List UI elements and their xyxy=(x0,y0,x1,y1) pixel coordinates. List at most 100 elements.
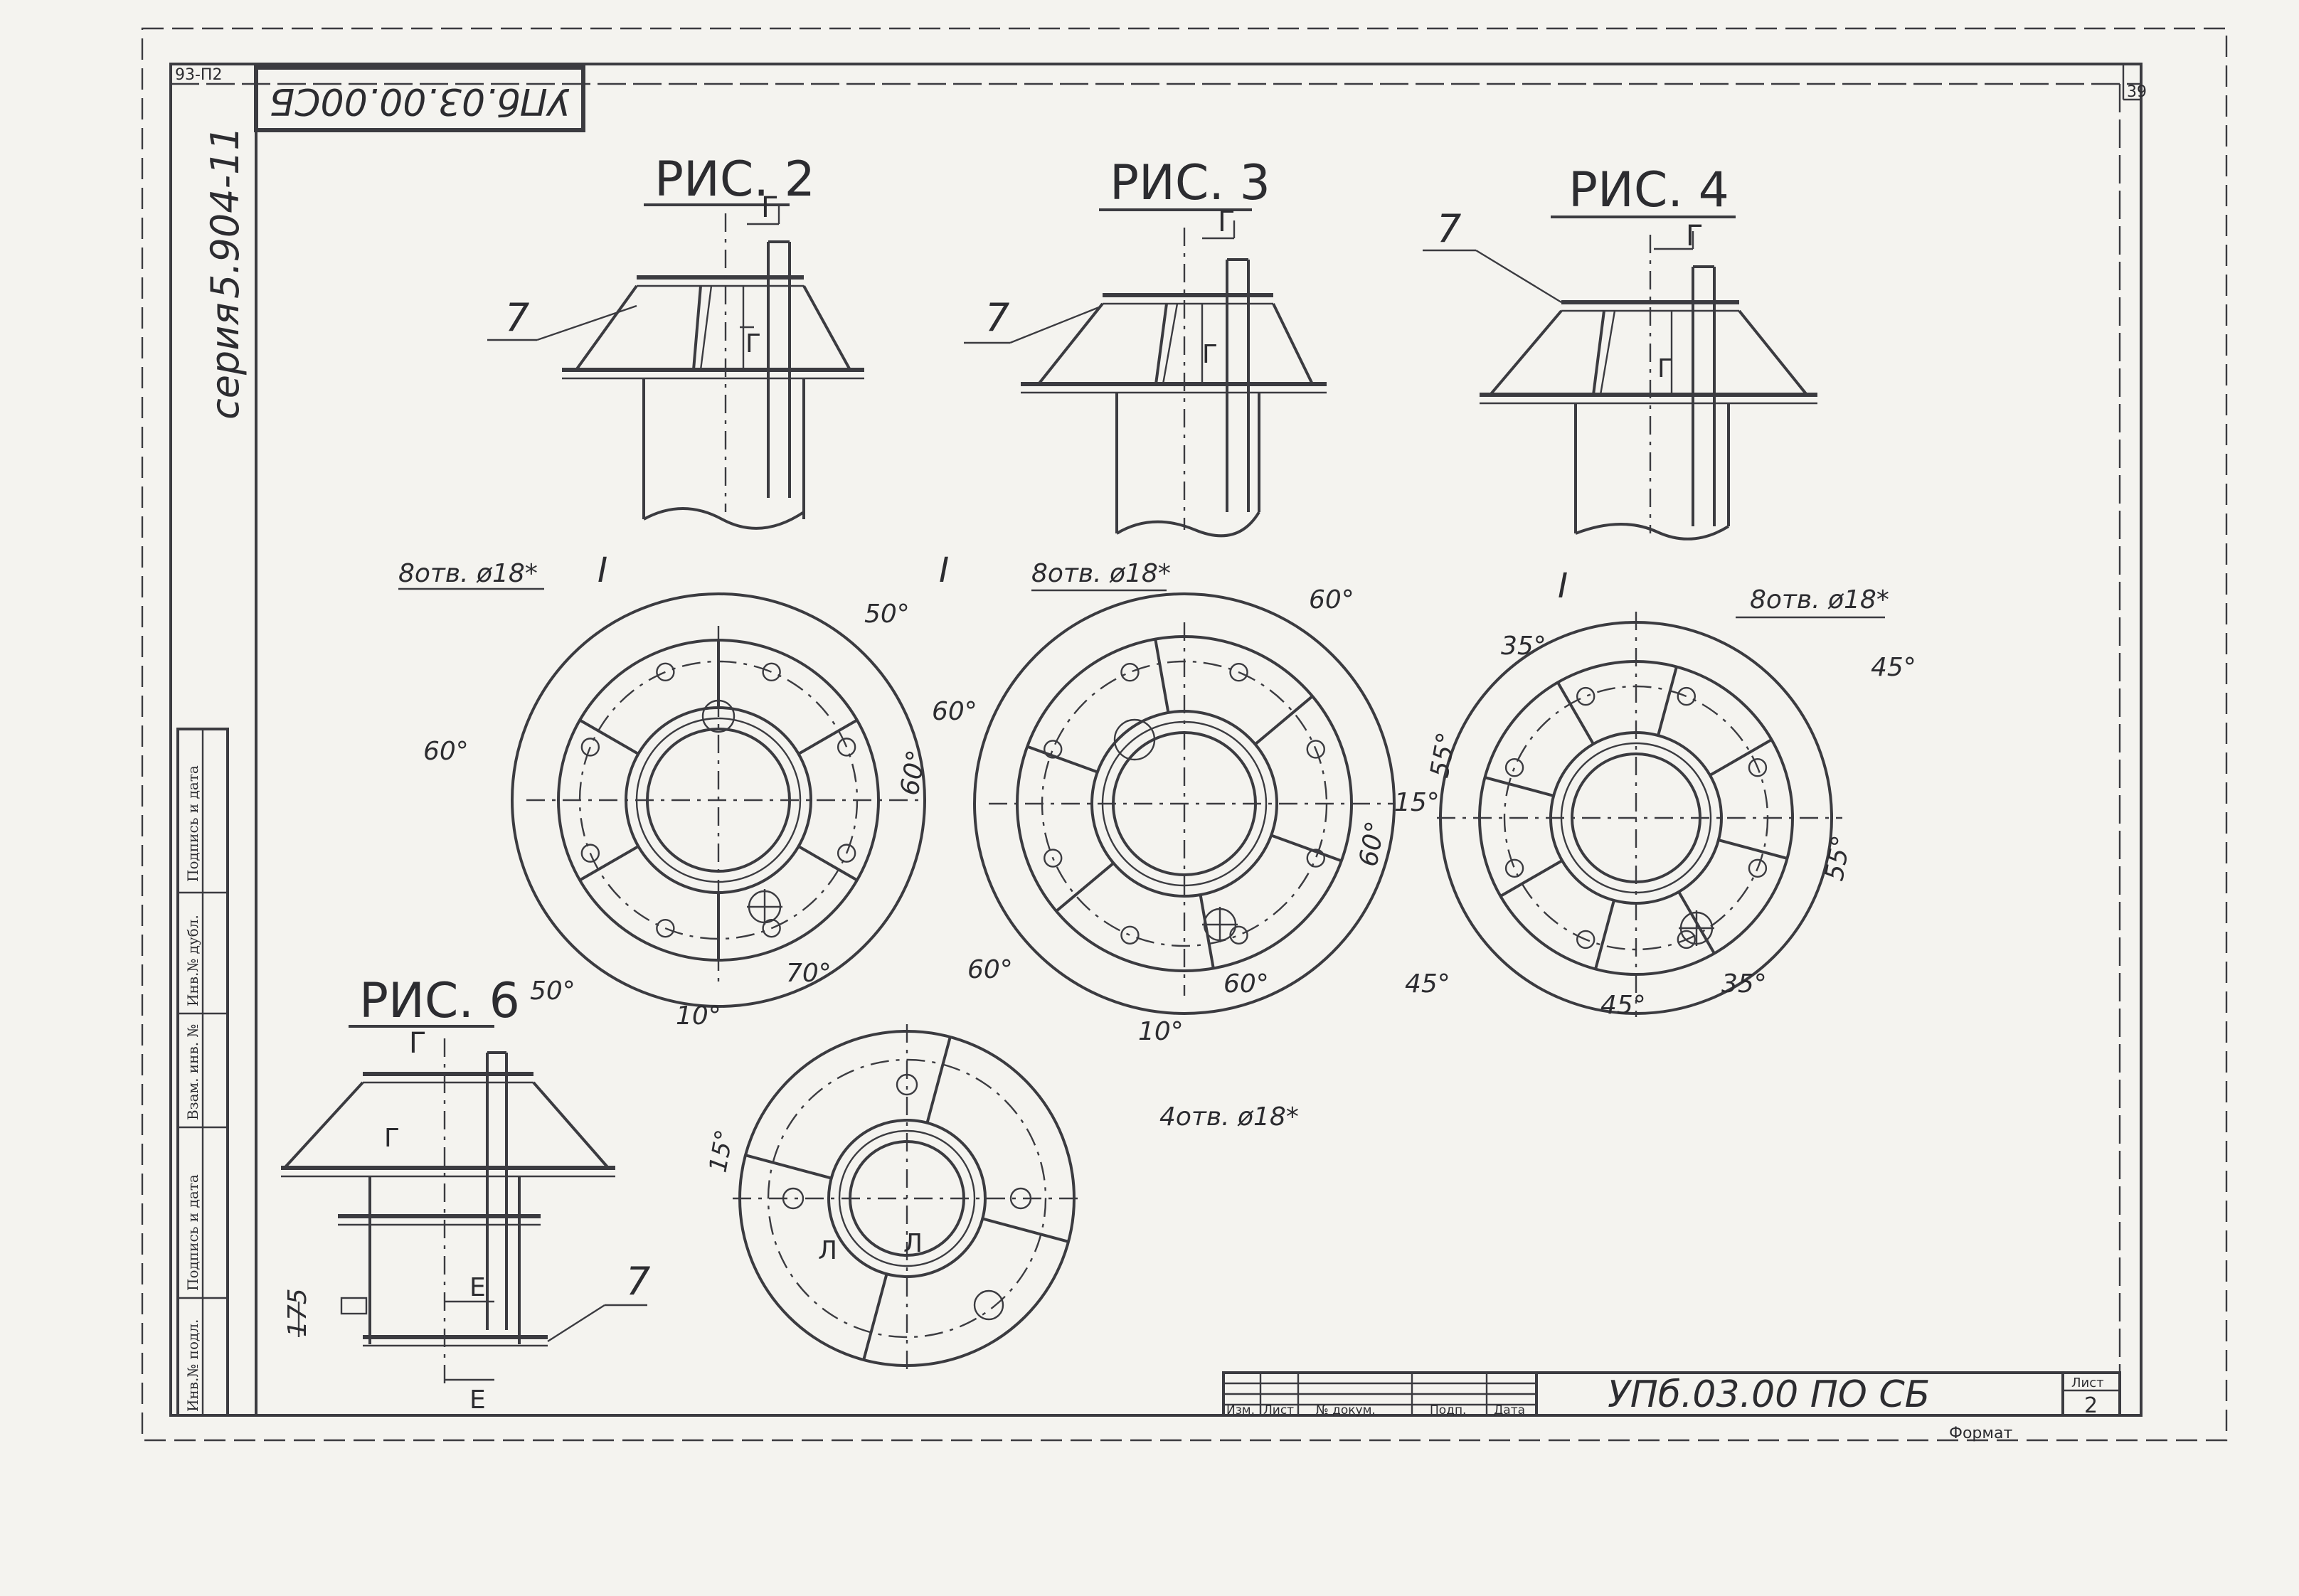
stamp-dup-inv: Инв.№ дубл. xyxy=(184,915,201,1006)
fig3-ang60-left: 60° xyxy=(932,697,977,726)
fig3-plan-rib xyxy=(1055,862,1115,913)
fig2-part7: 7 xyxy=(505,295,529,340)
rotated-code: УПб.03.00.00СБ xyxy=(270,80,570,122)
fig4-ang45-right: 45° xyxy=(1871,653,1916,682)
fig2-ang10: 10° xyxy=(676,1001,721,1031)
fig4-plan-bolt-hole xyxy=(1748,758,1768,777)
section-plan-rib xyxy=(982,1217,1069,1243)
fig3-plan-rib xyxy=(1154,639,1170,713)
title-hdr-sign: Подп. xyxy=(1430,1403,1466,1417)
fig4-section-g-top: Г xyxy=(1686,220,1703,252)
page-number: 39 xyxy=(2127,83,2147,101)
title-hdr-doc: № докум. xyxy=(1316,1403,1376,1417)
fig6-section-g-top: Г xyxy=(409,1027,426,1060)
fig6-part7: 7 xyxy=(626,1259,650,1304)
section-plan xyxy=(733,1024,1081,1373)
fig3-section-g-top: Г xyxy=(1218,206,1235,238)
fig2-section-g: Г xyxy=(745,329,761,358)
stamp-signature-1: Подпись и дата xyxy=(184,765,201,882)
fig2-plan-rib xyxy=(579,845,639,882)
fig4-plan-rib xyxy=(1677,890,1716,954)
stamp-signature-2: Подпись и дата xyxy=(184,1174,201,1291)
fig2-plan-bolt-hole xyxy=(656,662,675,682)
fig4-plan-bolt-hole xyxy=(1504,858,1524,878)
title-block xyxy=(1222,1371,2121,1417)
fig4-ang35-bottom: 35° xyxy=(1721,969,1767,999)
fig3-ang10: 10° xyxy=(1138,1017,1184,1046)
series-label: серия xyxy=(203,302,248,420)
fig4-plan xyxy=(1437,612,1842,1017)
fig4-elevation xyxy=(1423,231,1817,541)
fig4-section-g: Г xyxy=(1657,354,1673,383)
fig2-section-g-top: Г xyxy=(761,191,778,224)
fig4-ang45-bottom: 45° xyxy=(1600,991,1646,1020)
fig4-title: РИС. 4 xyxy=(1568,162,1729,218)
fig6-dim175: 175 xyxy=(283,1288,312,1337)
fig3-plan-rib xyxy=(1254,695,1314,745)
fig2-plan-rib xyxy=(579,718,639,755)
fig4-plan-rib xyxy=(1556,681,1595,745)
fig4-plan-bolt-hole xyxy=(1677,930,1696,949)
fig3-plan-rib xyxy=(1270,834,1342,863)
corner-tag: 93-П2 xyxy=(175,66,222,84)
fig2-title: РИС. 2 xyxy=(654,151,815,208)
fig3-plan-rib xyxy=(1026,745,1098,774)
fig4-plan-bolt-hole xyxy=(1504,758,1524,777)
section-plan-rib xyxy=(862,1273,888,1361)
fig3-section-g: Г xyxy=(1202,340,1218,369)
fig3-plan xyxy=(973,592,1396,1015)
fig3-plan-bolt-hole xyxy=(1306,740,1325,759)
fig3-ang60-top: 60° xyxy=(1309,585,1354,615)
fig2-ang60-left: 60° xyxy=(423,737,469,766)
fig4-plan-bolt-hole xyxy=(1576,686,1596,706)
fig2-plan-bolt-hole xyxy=(580,844,600,863)
fig4-plan-rib xyxy=(1718,839,1788,860)
format-label: Формат xyxy=(1949,1425,2012,1442)
rotated-code-box xyxy=(254,65,585,132)
title-hdr-change: Изм. xyxy=(1226,1403,1255,1417)
title-doc-code: УПб.03.00 ПО СБ xyxy=(1608,1373,1930,1416)
fig4-plan-bolt-hole xyxy=(1677,686,1696,706)
fig4-node-i: I xyxy=(1558,566,1568,606)
fig2-ang50-top: 50° xyxy=(864,600,910,629)
fig3-ang60-bottom: 60° xyxy=(1223,969,1269,999)
title-hdr-sheet: Лист xyxy=(1263,1403,1294,1417)
fig4-ang55-right: 55° xyxy=(1820,834,1856,883)
fig3-plan-bolt-hole xyxy=(1044,740,1063,759)
section-plan-rib xyxy=(745,1154,832,1180)
fig4-ang35-top: 35° xyxy=(1501,632,1546,661)
fig4-plan-bolt-hole xyxy=(1576,930,1596,949)
title-sheet-number: 2 xyxy=(2084,1393,2098,1418)
fig4-plan-rib xyxy=(1709,738,1773,777)
stamp-original-inv: Инв.№ подл. xyxy=(184,1319,201,1412)
fig2-plan-bolt-hole xyxy=(656,918,675,938)
fig2-plan-bolt-hole xyxy=(762,918,781,938)
section-l-right: Л xyxy=(903,1229,923,1258)
fig2-plan-bolt-hole xyxy=(762,662,781,682)
fig6-section-e-bottom: Е xyxy=(469,1385,486,1415)
section-holes: 4отв. ø18* xyxy=(1159,1102,1299,1132)
fig2-plan-bolt-hole xyxy=(580,738,600,757)
fig6-section-g: Г xyxy=(384,1124,400,1153)
fig3-plan-rib xyxy=(1199,894,1215,969)
fig3-node-i: I xyxy=(939,550,949,590)
side-stamp: Подпись и дата Инв.№ дубл. Взам. инв. № … xyxy=(176,728,229,1417)
section-ang15: 15° xyxy=(703,1127,739,1174)
drawing-frame xyxy=(141,27,2228,1442)
title-sheet-label: Лист xyxy=(2071,1376,2104,1390)
fig3-elevation xyxy=(964,220,1327,538)
fig3-part7: 7 xyxy=(985,295,1009,340)
fig4-plan-rib xyxy=(1657,666,1678,736)
section-l-left: Л xyxy=(818,1236,837,1265)
fig4-part7: 7 xyxy=(1437,206,1461,251)
series-number: 5.904-11 xyxy=(203,126,248,299)
stamp-replace-inv: Взам. инв. № xyxy=(184,1024,201,1120)
fig3-plan-bolt-hole xyxy=(1229,925,1248,945)
fig2-plan-bolt-hole xyxy=(837,738,856,757)
fig2-ang70: 70° xyxy=(786,959,832,988)
section-plan-rib xyxy=(925,1036,952,1124)
fig3-plan-bolt-hole xyxy=(1229,663,1248,682)
fig4-plan-rib xyxy=(1499,859,1563,898)
